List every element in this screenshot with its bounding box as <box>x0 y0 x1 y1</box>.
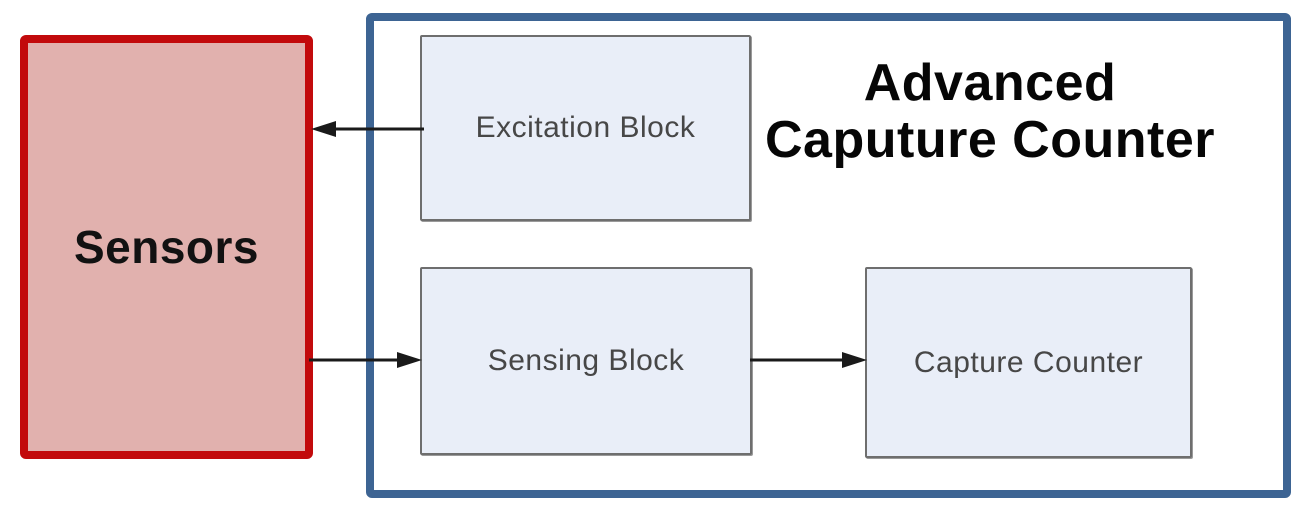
excitation-block-label: Excitation Block <box>475 111 696 144</box>
sensing-block-label: Sensing Block <box>487 344 685 377</box>
sensing-block: Sensing Block <box>420 267 752 455</box>
arrow-excitation-to-sensors <box>311 121 424 137</box>
sensors-box: Sensors <box>20 35 313 459</box>
container-title-line1: Advanced <box>863 54 1117 112</box>
advanced-capture-counter-container: Advanced Caputure Counter Excitation Blo… <box>366 13 1291 498</box>
container-title-line2: Caputure Counter <box>765 111 1215 169</box>
capture-counter-label: Capture Counter <box>913 345 1144 379</box>
container-title: Advanced Caputure Counter <box>690 55 1290 169</box>
arrow-sensing-to-capture <box>750 352 867 368</box>
capture-counter-block: Capture Counter <box>865 267 1192 458</box>
sensors-label: Sensors <box>73 221 260 273</box>
excitation-block: Excitation Block <box>420 35 751 221</box>
arrow-sensors-to-sensing <box>309 352 422 368</box>
